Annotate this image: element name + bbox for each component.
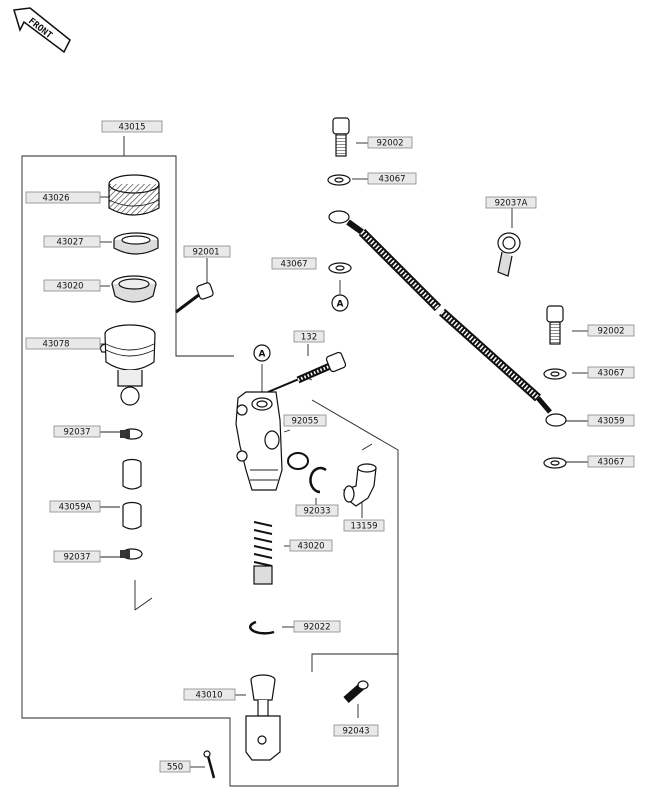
- svg-text:43020: 43020: [56, 282, 83, 292]
- svg-text:43067: 43067: [378, 175, 405, 185]
- svg-text:43010: 43010: [195, 691, 222, 701]
- callout-43010: 43010: [183, 688, 236, 701]
- svg-text:43078: 43078: [42, 340, 69, 350]
- callout-43059a: 43059A: [49, 500, 101, 513]
- svg-text:43059A: 43059A: [59, 503, 92, 513]
- callout-92002-top: 92002: [367, 136, 413, 149]
- svg-text:92055: 92055: [291, 417, 318, 427]
- callout-43067-4: 43067: [587, 455, 635, 468]
- svg-text:13159: 13159: [350, 522, 377, 532]
- callout-43026: 43026: [25, 191, 101, 204]
- svg-text:43067: 43067: [280, 260, 307, 270]
- master-cylinder-body-part: [235, 391, 283, 491]
- screw-part: [175, 282, 214, 314]
- svg-text:43067: 43067: [597, 458, 624, 468]
- clevis-pin-part: [343, 680, 369, 704]
- svg-text:92002: 92002: [597, 327, 624, 337]
- callout-92001: 92001: [183, 245, 231, 258]
- callout-92022: 92022: [293, 620, 341, 633]
- hose-fitting-part: [343, 463, 377, 507]
- svg-text:92037: 92037: [63, 553, 90, 563]
- hose-clamp-top-part: [120, 428, 143, 440]
- callout-92037-bottom: 92037: [53, 550, 101, 563]
- front-arrow-icon: FRONT: [13, 7, 71, 54]
- callout-92055: 92055: [283, 414, 327, 427]
- svg-text:A: A: [259, 350, 266, 360]
- svg-text:92037A: 92037A: [495, 199, 528, 209]
- svg-text:92001: 92001: [192, 248, 219, 258]
- callout-92037a: 92037A: [485, 196, 537, 209]
- o-ring-part: [287, 452, 309, 470]
- svg-text:43020: 43020: [297, 542, 324, 552]
- diaphragm-part: [113, 232, 159, 255]
- callout-43067-2: 43067: [271, 257, 317, 270]
- svg-text:92043: 92043: [342, 727, 369, 737]
- piston-spring-part: [253, 521, 273, 585]
- banjo-bolt-top-part: [332, 117, 350, 157]
- circlip-part: [309, 466, 327, 494]
- svg-text:92022: 92022: [303, 623, 330, 633]
- callout-43015: 43015: [101, 120, 163, 133]
- svg-text:92037: 92037: [63, 428, 90, 438]
- svg-text:43026: 43026: [42, 194, 69, 204]
- svg-text:92033: 92033: [303, 507, 330, 517]
- svg-text:92002: 92002: [376, 139, 403, 149]
- hose-clamp-right-part: [497, 232, 521, 277]
- plate-part: [111, 275, 157, 303]
- svg-text:43059: 43059: [597, 417, 624, 427]
- reservoir-cap-part: [108, 174, 160, 216]
- callout-550: 550: [159, 760, 191, 773]
- reservoir-body-part: [99, 324, 156, 406]
- assembly-outline: [21, 136, 399, 787]
- svg-text:A: A: [337, 300, 344, 310]
- callout-132: 132: [293, 330, 325, 343]
- callout-43020-spring: 43020: [289, 539, 333, 552]
- ref-marker-upper: A: [331, 294, 349, 312]
- svg-text:132: 132: [301, 333, 317, 343]
- callout-43027: 43027: [43, 235, 101, 248]
- callout-43078: 43078: [25, 337, 101, 350]
- callout-13159: 13159: [343, 519, 385, 532]
- svg-text:550: 550: [167, 763, 183, 773]
- svg-text:43027: 43027: [56, 238, 83, 248]
- callout-43067-3: 43067: [587, 366, 635, 379]
- svg-text:43015: 43015: [118, 123, 145, 133]
- callout-43059: 43059: [587, 414, 635, 427]
- snap-ring-part: [249, 620, 275, 635]
- push-rod-part: [245, 674, 281, 761]
- callout-43020: 43020: [43, 279, 101, 292]
- master-cylinder-bolt-part: [267, 351, 347, 393]
- reservoir-hose-part: [122, 458, 142, 530]
- callout-92033: 92033: [295, 504, 339, 517]
- banjo-bolt-right-part: [546, 305, 564, 345]
- ref-marker-lower: A: [253, 344, 271, 362]
- callout-92037-top: 92037: [53, 425, 101, 438]
- svg-text:43067: 43067: [597, 369, 624, 379]
- hose-clamp-bottom-part: [120, 548, 143, 560]
- callout-92002-right: 92002: [587, 324, 635, 337]
- cotter-pin-part: [203, 750, 216, 779]
- leader-lines: [100, 142, 588, 768]
- brake-hose-part: [328, 210, 567, 427]
- callout-43067-1: 43067: [367, 172, 417, 185]
- callout-92043: 92043: [333, 724, 379, 737]
